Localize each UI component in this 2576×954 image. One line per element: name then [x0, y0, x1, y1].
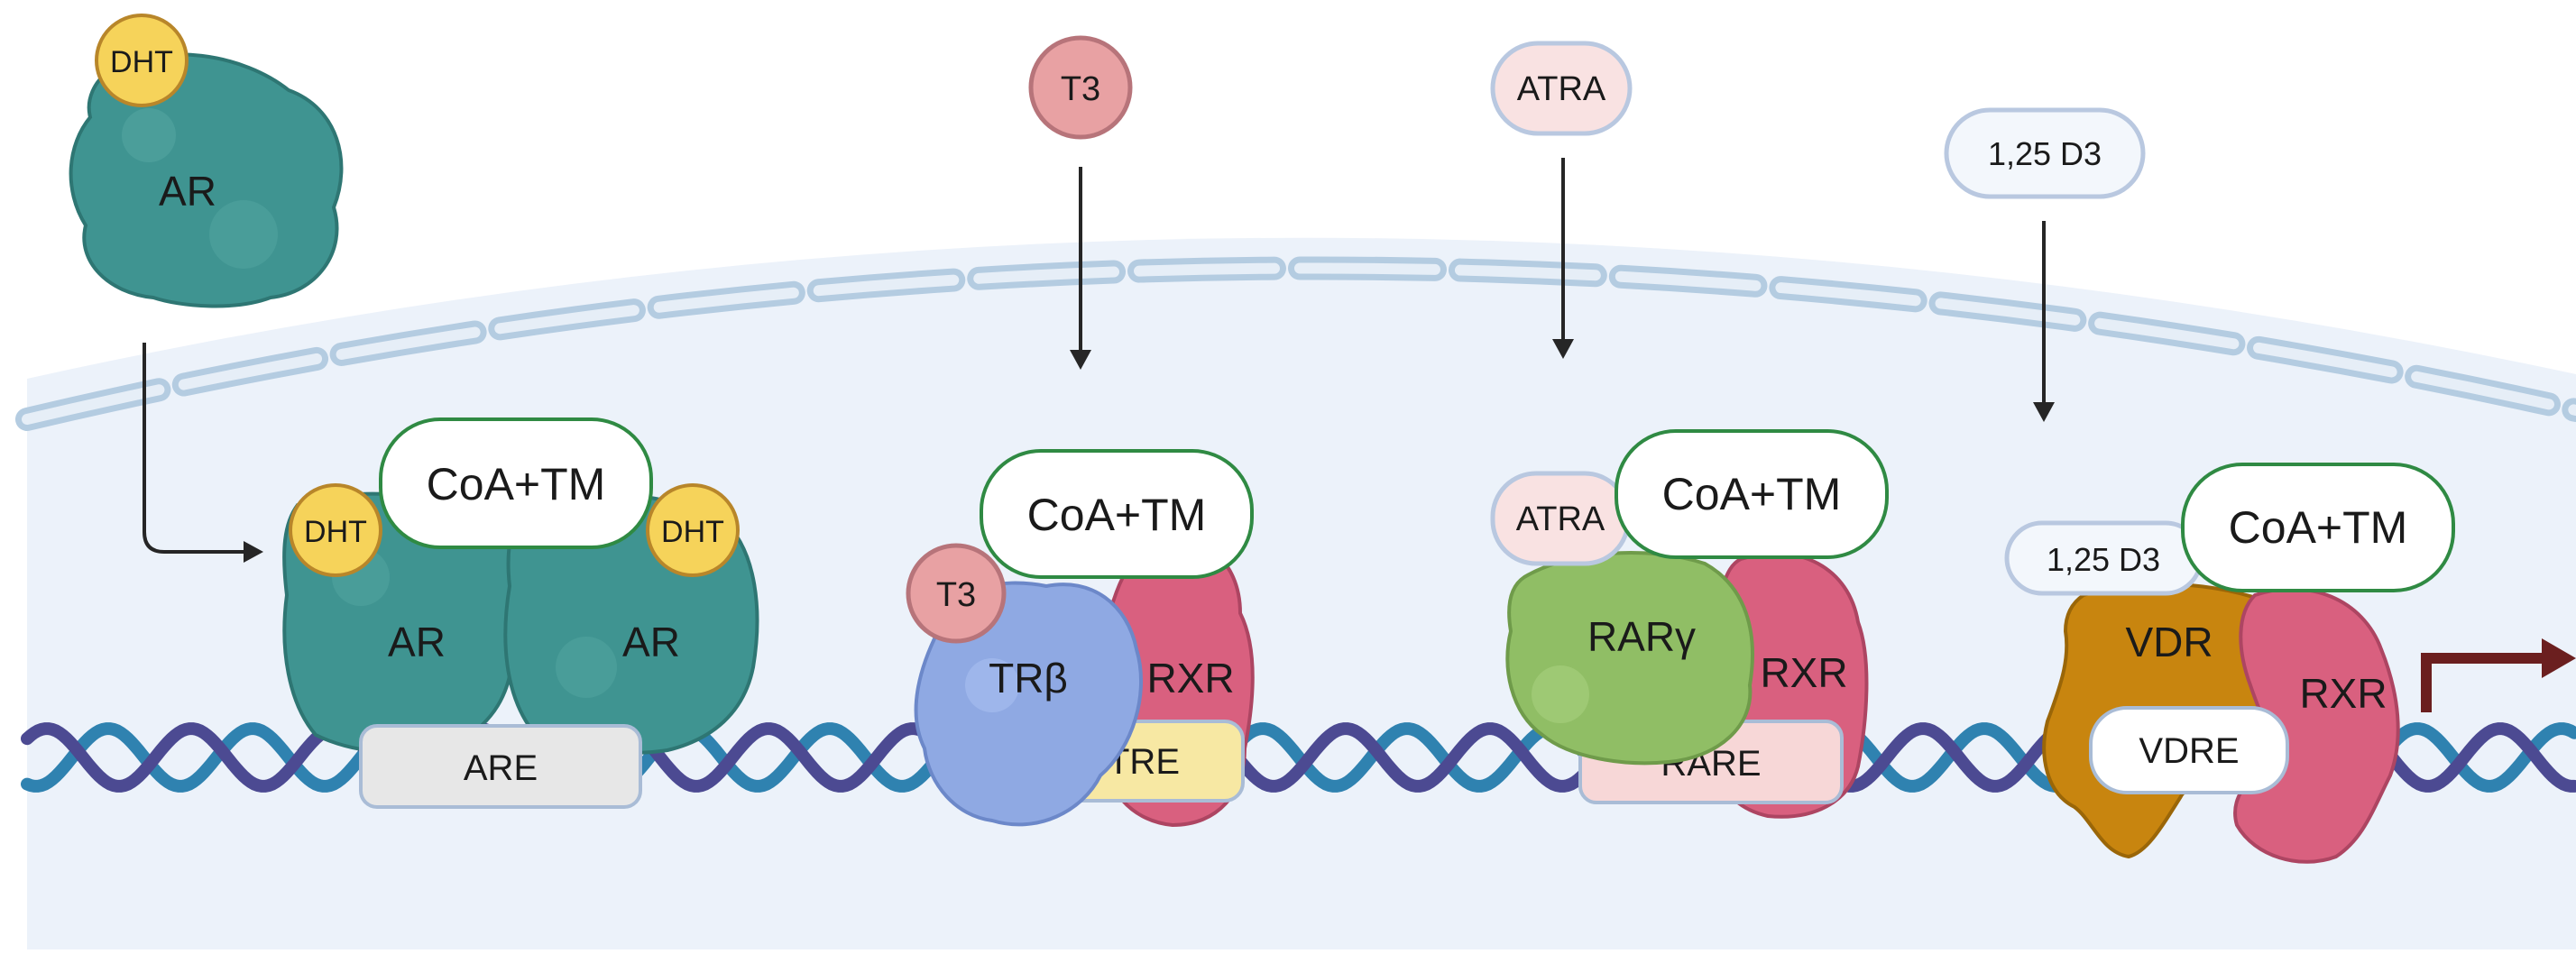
coa-tm-vdr-box — [2181, 463, 2455, 592]
d3-arrowhead — [2033, 402, 2055, 422]
tss-arrowhead — [2542, 638, 2576, 678]
dht-left-label: DHT — [304, 515, 367, 549]
ar-left-label: AR — [388, 619, 446, 665]
dht-right-label: DHT — [661, 515, 724, 549]
coa-tm-rar-label: CoA+TM — [1662, 469, 1842, 519]
dht-entry-arrow — [143, 343, 253, 554]
atra-free-ligand — [1490, 41, 1633, 136]
are-label: ARE — [464, 748, 538, 788]
d3-free-ligand — [1944, 107, 2146, 199]
trb-label: TRβ — [989, 655, 1068, 702]
ar-free: AR DHT — [69, 14, 344, 308]
dht-left-ligand — [289, 483, 382, 577]
atra-bound-label: ATRA — [1516, 500, 1605, 538]
d3-bound-label: 1,25 D3 — [2047, 541, 2160, 578]
rarg-label: RARγ — [1587, 613, 1696, 660]
t3-arrowhead — [1070, 350, 1091, 370]
ar-right-label: AR — [622, 619, 680, 665]
arrows — [143, 158, 2046, 554]
t3-bound-ligand — [906, 543, 1007, 644]
protein-texture — [209, 200, 278, 269]
vdre-element — [2089, 706, 2289, 794]
rxr-tr-label: RXR — [1146, 655, 1234, 702]
ar-free-protein — [69, 52, 344, 308]
arrowheads — [244, 339, 2055, 563]
rxr-vdr-label: RXR — [2299, 670, 2387, 717]
t3-bound-label: T3 — [936, 576, 976, 614]
protein-texture — [556, 637, 617, 698]
tr-complex: T3 RXR TRE TRβ T3 CoA+TM — [906, 35, 1255, 828]
trb-protein — [914, 581, 1144, 827]
rxr-vdr-protein — [2233, 587, 2400, 864]
d3-free-label: 1,25 D3 — [1988, 135, 2102, 172]
atra-arrowhead — [1552, 339, 1574, 359]
coa-tm-ar-box — [379, 417, 653, 549]
dht-free-label: DHT — [110, 45, 173, 79]
rxr-rar-label: RXR — [1760, 649, 1847, 696]
rar-complex: ATRA RXR RARE RARγ ATRA CoA+TM — [1490, 41, 1889, 819]
vdre-label: VDRE — [2139, 731, 2239, 771]
nuclear-envelope-inner — [22, 262, 2576, 425]
atra-free-label: ATRA — [1517, 70, 1606, 108]
t3-free-label: T3 — [1061, 70, 1100, 108]
ar-dimer-complex: AR AR DHT DHT CoA+TM ARE — [282, 417, 759, 809]
vdr-label: VDR — [2125, 619, 2213, 665]
tss-arrow-line — [2421, 653, 2544, 712]
coa-tm-tr-box — [980, 449, 1254, 579]
transcription-start-arrow — [2421, 638, 2576, 712]
dht-free-ligand — [95, 14, 189, 107]
coa-tm-tr-label: CoA+TM — [1027, 490, 1207, 540]
protein-texture — [1532, 665, 1589, 723]
ar-free-label: AR — [159, 168, 216, 215]
t3-free-ligand — [1028, 35, 1133, 140]
protein-texture — [965, 658, 1019, 712]
coa-tm-ar-label: CoA+TM — [427, 459, 606, 509]
vdr-complex: 1,25 D3 VDR RXR VDRE 1,25 D3 CoA+TM — [1944, 107, 2455, 864]
dht-arrowhead — [244, 541, 263, 563]
dht-right-ligand — [646, 483, 740, 577]
coa-tm-rar-box — [1615, 429, 1889, 559]
protein-texture — [122, 108, 176, 162]
are-element — [359, 724, 642, 809]
coa-tm-vdr-label: CoA+TM — [2229, 502, 2408, 553]
